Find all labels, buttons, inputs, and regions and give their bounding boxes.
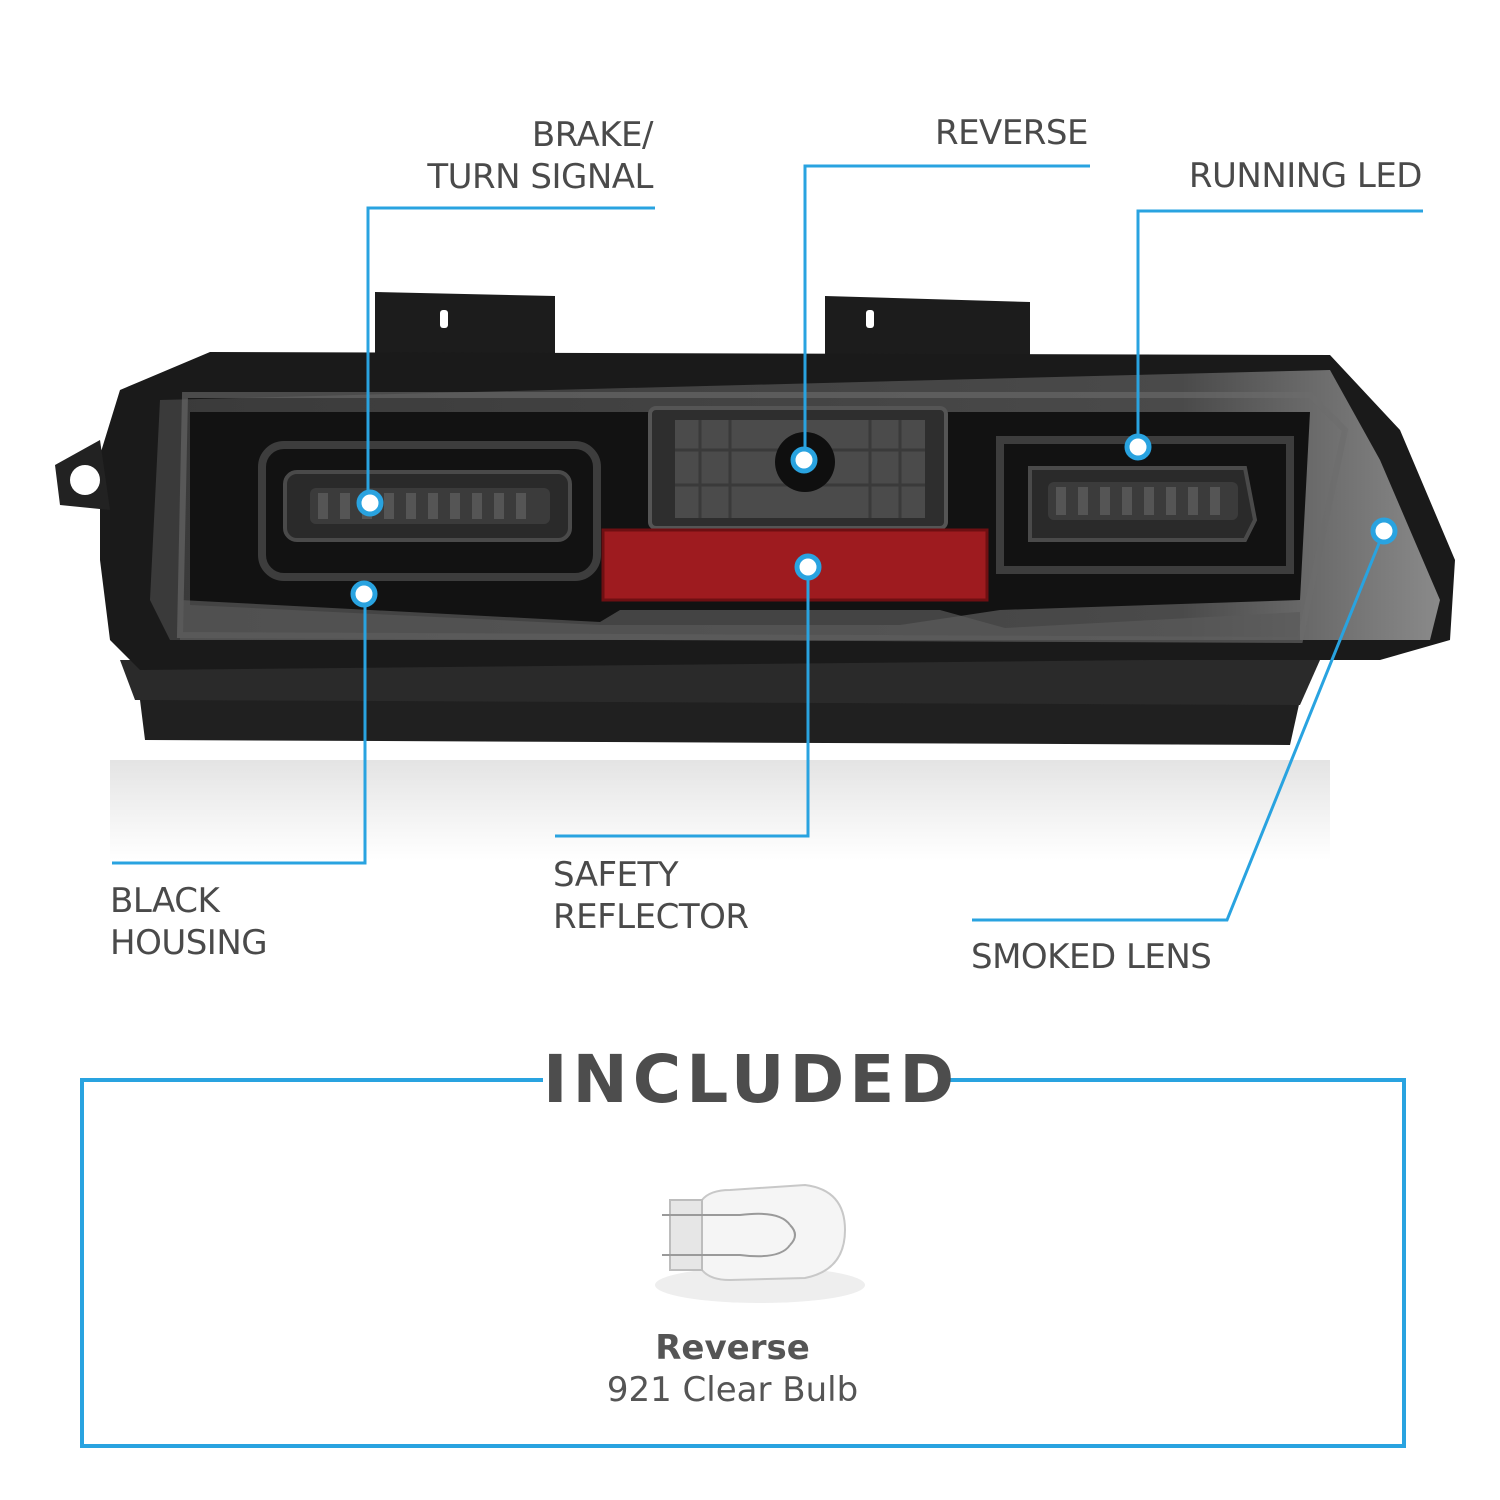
callout-dot-brake: [356, 489, 384, 517]
callout-dot-running: [1124, 433, 1152, 461]
callout-dot-reflector: [794, 553, 822, 581]
label-safety-reflector: SAFETY REFLECTOR: [553, 855, 749, 937]
callout-lines: [112, 164, 1423, 922]
included-item-name: Reverse: [655, 1328, 810, 1368]
bulb-icon: [640, 1170, 880, 1310]
included-title: INCLUDED: [543, 1035, 954, 1125]
callout-dot-reverse: [790, 446, 818, 474]
brake-turn-led: [258, 441, 601, 581]
label-black-housing: BLACK HOUSING: [110, 881, 268, 963]
label-running-led: RUNNING LED: [1188, 156, 1423, 196]
label-smoked-lens: SMOKED LENS: [971, 937, 1212, 977]
callout-dot-housing: [350, 580, 378, 608]
mounting-tabs: [375, 292, 1030, 360]
floor-reflection: [110, 760, 1330, 860]
tail-light-illustration: [55, 164, 1455, 922]
included-item-description: 921 Clear Bulb: [606, 1370, 859, 1410]
running-led: [996, 436, 1294, 574]
label-brake-turn-signal: BRAKE/ TURN SIGNAL: [427, 115, 653, 197]
label-reverse: REVERSE: [934, 113, 1089, 153]
callout-dot-lens: [1370, 517, 1398, 545]
callout-dots: [350, 433, 1398, 608]
housing-base: [120, 660, 1320, 745]
